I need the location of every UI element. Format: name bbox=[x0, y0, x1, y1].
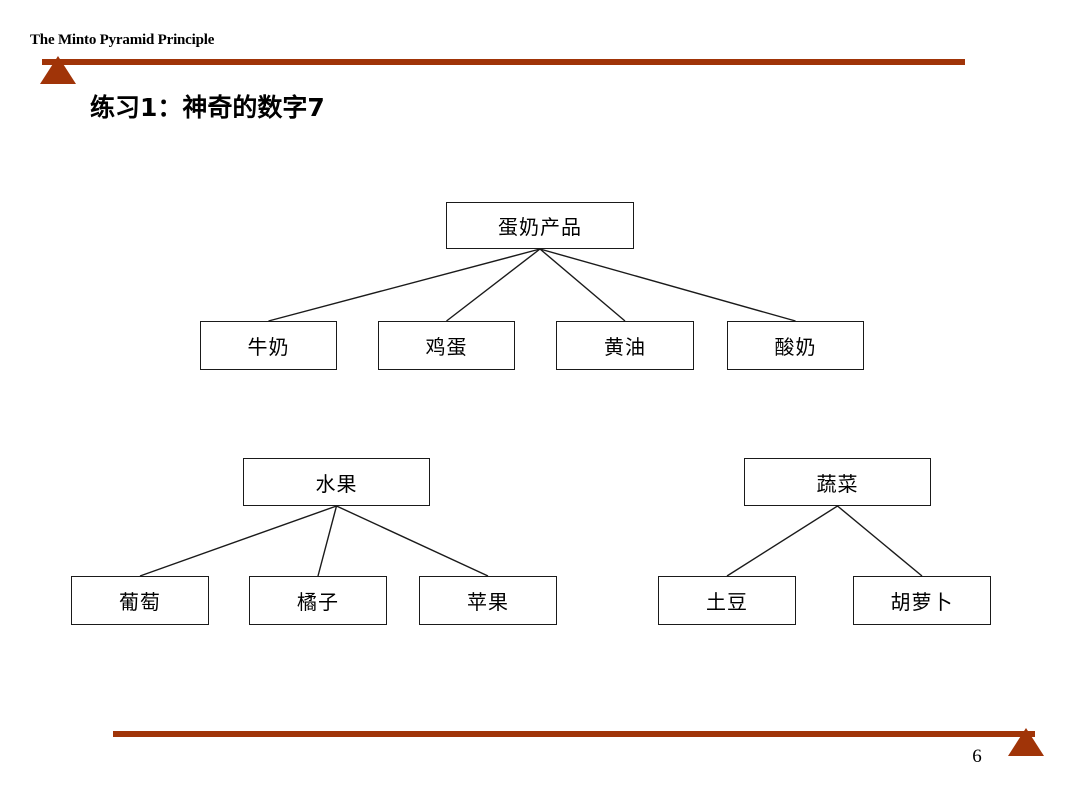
connector-line bbox=[837, 505, 923, 577]
connector-line bbox=[268, 248, 541, 322]
footer-rule bbox=[113, 731, 1035, 737]
node-fruit-tree-child-0: 葡萄 bbox=[71, 576, 209, 625]
node-fruit-tree-child-2: 苹果 bbox=[419, 576, 557, 625]
node-vegetable-tree-child-0: 土豆 bbox=[658, 576, 796, 625]
node-vegetable-tree-root: 蔬菜 bbox=[744, 458, 931, 506]
connector-line bbox=[317, 505, 338, 577]
up-triangle-icon bbox=[40, 56, 76, 84]
connector-line bbox=[446, 248, 541, 322]
node-fruit-tree-child-1: 橘子 bbox=[249, 576, 387, 625]
connector-line bbox=[539, 248, 626, 322]
page-title: 练习1：神奇的数字7 bbox=[90, 93, 325, 122]
header-rule bbox=[42, 59, 965, 65]
connector-line bbox=[139, 505, 337, 577]
page-number: 6 bbox=[972, 746, 982, 767]
connector-line bbox=[539, 248, 796, 322]
node-dairy-tree-child-3: 酸奶 bbox=[727, 321, 864, 370]
connector-line bbox=[726, 505, 838, 577]
connector-line bbox=[336, 505, 489, 577]
node-dairy-tree-root: 蛋奶产品 bbox=[446, 202, 634, 249]
node-vegetable-tree-child-1: 胡萝卜 bbox=[853, 576, 991, 625]
up-triangle-icon bbox=[1008, 728, 1044, 756]
node-dairy-tree-child-1: 鸡蛋 bbox=[378, 321, 515, 370]
node-fruit-tree-root: 水果 bbox=[243, 458, 430, 506]
header-title: The Minto Pyramid Principle bbox=[30, 32, 215, 48]
node-dairy-tree-child-0: 牛奶 bbox=[200, 321, 337, 370]
node-dairy-tree-child-2: 黄油 bbox=[556, 321, 694, 370]
